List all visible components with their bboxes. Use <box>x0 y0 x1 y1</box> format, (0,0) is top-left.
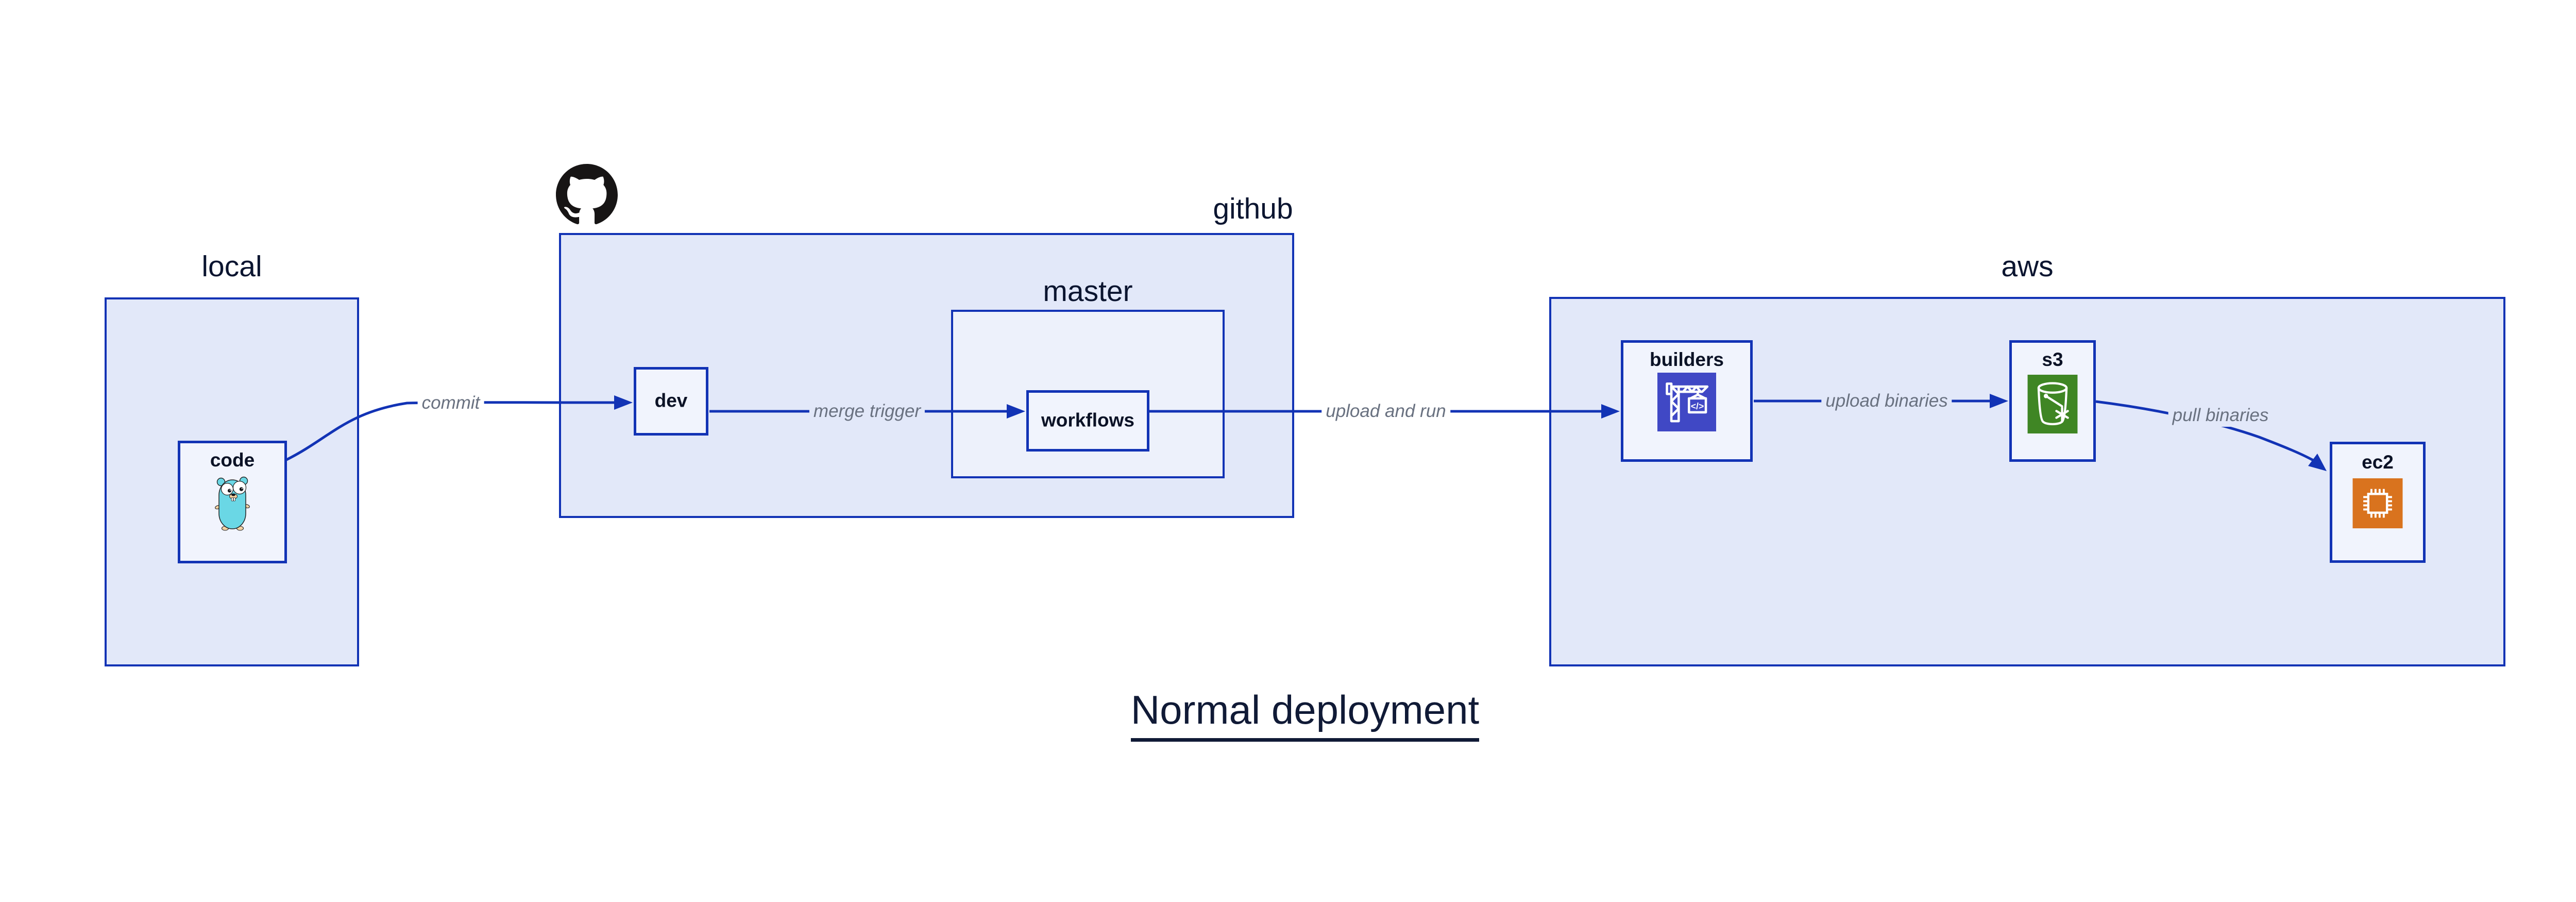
edge-label-upload-and-run: upload and run <box>1321 400 1450 423</box>
node-dev-label: dev <box>654 389 688 411</box>
node-code-label: code <box>210 449 255 471</box>
diagram-title: Normal deployment <box>1047 687 1563 742</box>
node-ec2: ec2 <box>2330 442 2426 563</box>
node-workflows: workflows <box>1026 390 1149 452</box>
node-builders-label: builders <box>1650 349 1724 370</box>
group-github-label: github <box>1213 192 1293 225</box>
s3-bucket-icon <box>2027 375 2078 433</box>
github-octocat-icon <box>556 164 618 225</box>
node-workflows-label: workflows <box>1041 409 1134 430</box>
svg-text:</>: </> <box>1691 401 1704 411</box>
node-s3: s3 <box>2009 340 2096 462</box>
ec2-chip-icon <box>2352 478 2403 528</box>
edge-label-merge-trigger: merge trigger <box>809 400 925 423</box>
go-gopher-icon <box>215 476 250 531</box>
node-code: code <box>178 441 287 563</box>
edge-label-pull-binaries: pull binaries <box>2168 404 2273 427</box>
diagram-title-text: Normal deployment <box>1130 687 1480 742</box>
edge-label-commit: commit <box>417 392 484 414</box>
s3-snowflake-detail <box>2055 406 2069 422</box>
group-local-label: local <box>201 250 262 283</box>
node-dev: dev <box>634 367 708 436</box>
edge-label-upload-binaries: upload binaries <box>1821 390 1952 412</box>
group-aws-label: aws <box>2001 250 2054 283</box>
node-builders: builders </> <box>1621 340 1753 462</box>
group-master-label: master <box>1043 275 1133 308</box>
node-s3-label: s3 <box>2042 349 2063 370</box>
node-ec2-label: ec2 <box>2362 452 2394 473</box>
codebuild-crane-icon: </> <box>1657 373 1716 431</box>
